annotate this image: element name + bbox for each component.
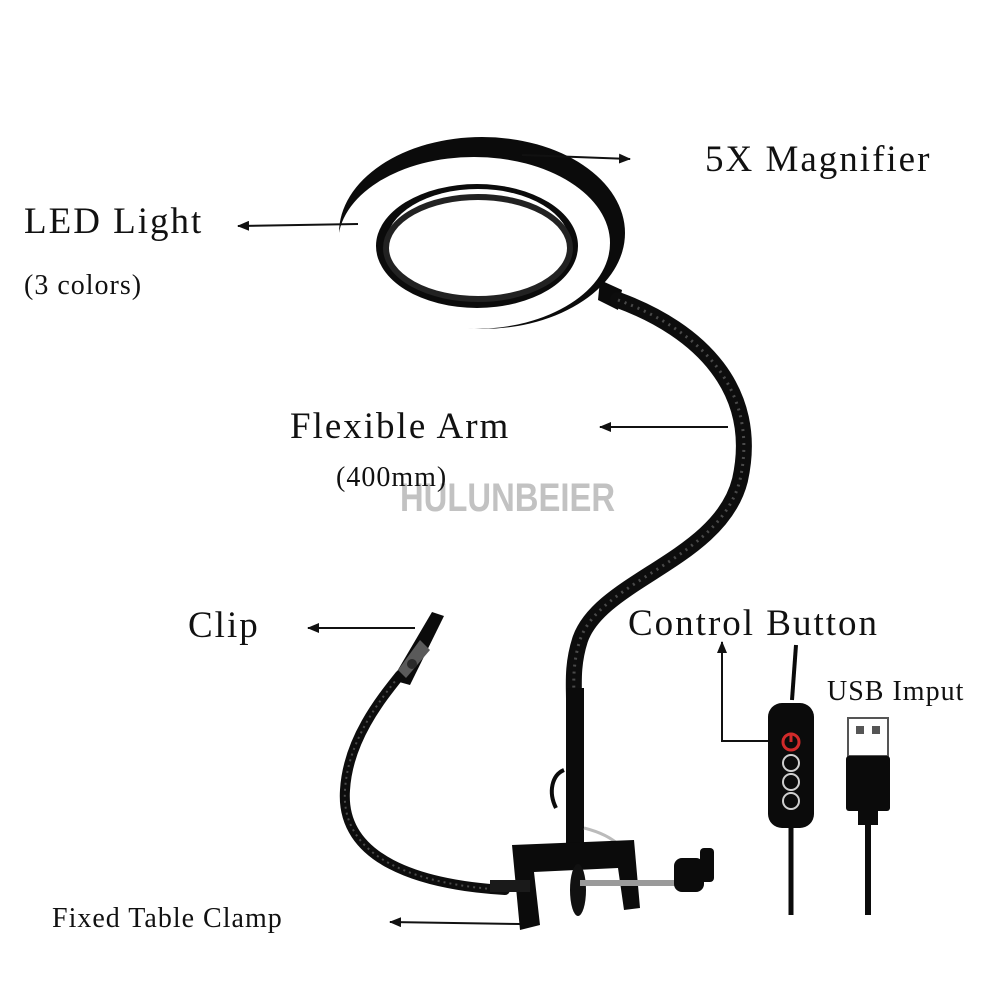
led-arrow: [237, 220, 359, 231]
clamp-arrow: [389, 917, 521, 928]
control-button-label: Control Button: [628, 603, 880, 644]
magnifier-label: 5X Magnifier: [705, 139, 932, 180]
arm-length-label: (400mm): [336, 462, 448, 493]
control-arrow: [717, 641, 768, 742]
magnifier-arrow: [521, 153, 631, 164]
led-light-label: LED Light: [24, 201, 204, 242]
mode-icon: [782, 754, 800, 772]
brightness-down-icon: [782, 792, 800, 810]
brightness-up-icon: [782, 773, 800, 791]
magnifier-lens: [386, 189, 570, 299]
arm-pole: [566, 688, 584, 843]
pointer-arrows: [237, 153, 768, 928]
led-colors-label: (3 colors): [24, 270, 143, 301]
magnifier-head: [338, 137, 625, 329]
alligator-clip: [392, 612, 444, 685]
table-clamp: [490, 840, 714, 930]
clip-label: Clip: [188, 605, 260, 646]
clip-arm: [339, 670, 510, 895]
flexible-arm-label: Flexible Arm: [290, 406, 511, 447]
flexible-arm: [565, 292, 752, 708]
usb-plug: [846, 717, 890, 915]
table-clamp-label: Fixed Table Clamp: [52, 903, 283, 934]
control-module: [768, 703, 814, 828]
usb-input-label: USB Imput: [827, 676, 965, 707]
watermark: HULUNBEIER: [400, 476, 616, 520]
